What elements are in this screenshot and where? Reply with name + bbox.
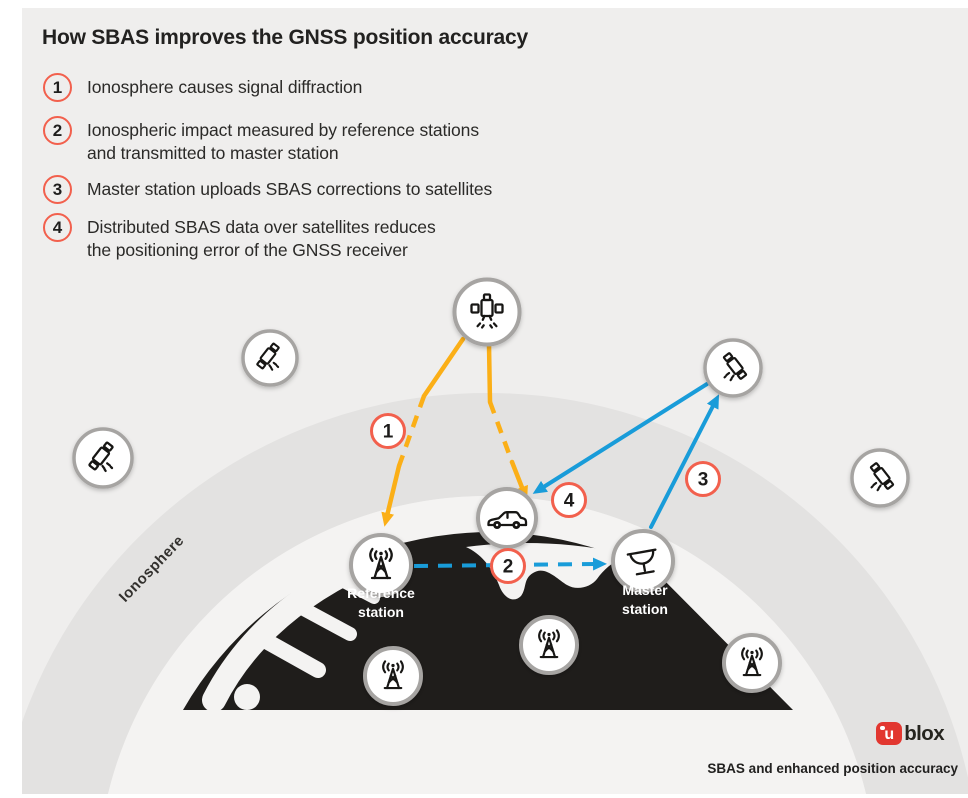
reference-station: Reference station: [347, 533, 415, 620]
reference-station-label: Reference: [347, 585, 415, 601]
legend-item-4: 4 Distributed SBAS data over satellites …: [43, 213, 436, 262]
step-marker-4: 4: [551, 482, 587, 518]
logo-text: blox: [904, 721, 944, 745]
step-marker-2: 2: [490, 548, 526, 584]
legend-number-1: 1: [43, 73, 72, 102]
ground-station: [519, 615, 579, 675]
legend-text-3: Master station uploads SBAS corrections …: [87, 179, 493, 199]
master-station-label: station: [622, 601, 668, 617]
legend-item-2: 2 Ionospheric impact measured by referen…: [43, 116, 479, 165]
master-station: Master station: [611, 529, 675, 617]
logo-u: u: [884, 725, 895, 743]
ground-station: [363, 646, 423, 706]
gnss-signal-right-solid: [486, 342, 493, 405]
legend-text-2: Ionospheric impact measured by reference…: [87, 120, 479, 163]
ublox-logo: u blox: [876, 721, 945, 746]
legend-text-1: Ionosphere causes signal diffraction: [87, 77, 363, 97]
legend-number-2: 2: [43, 116, 72, 145]
gnss-signal-left-arrow: [381, 463, 402, 527]
svg-text:3: 3: [698, 470, 709, 491]
legend-item-1: 1 Ionosphere causes signal diffraction: [43, 73, 362, 102]
satellite: [241, 329, 299, 387]
svg-text:2: 2: [503, 557, 514, 578]
sbas-satellite: [703, 338, 763, 398]
legend-text-4: Distributed SBAS data over satellites re…: [87, 217, 436, 260]
sbas-downlink: [532, 382, 709, 494]
signal-paths: [381, 336, 720, 571]
gnss-receiver-car: [476, 487, 538, 549]
gnss-satellite: [452, 277, 522, 347]
svg-text:4: 4: [564, 491, 575, 512]
reference-to-master-link: [413, 557, 607, 571]
ionosphere-band: [22, 393, 968, 794]
legend-number-3: 3: [43, 175, 72, 204]
legend-item-3: 3 Master station uploads SBAS correction…: [43, 175, 492, 204]
gnss-signal-right-diffracted: [487, 401, 515, 463]
master-station-label: Master: [622, 582, 668, 598]
footer-caption: SBAS and enhanced position accuracy: [707, 761, 958, 776]
logo-dot: [880, 725, 885, 730]
svg-text:1: 1: [383, 422, 394, 443]
satellite: [850, 448, 910, 508]
satellite: [72, 427, 134, 489]
ublox-logo-mark: u: [876, 722, 903, 745]
reference-station-label: station: [358, 604, 404, 620]
step-marker-3: 3: [685, 461, 721, 497]
step-marker-1: 1: [370, 413, 406, 449]
master-uplink: [649, 394, 720, 529]
gnss-signal-right-arrow: [509, 459, 528, 501]
ground-station: [722, 633, 782, 693]
gnss-signal-left-solid: [421, 336, 466, 399]
page-title: How SBAS improves the GNSS position accu…: [42, 26, 528, 49]
legend-number-4: 4: [43, 213, 72, 242]
